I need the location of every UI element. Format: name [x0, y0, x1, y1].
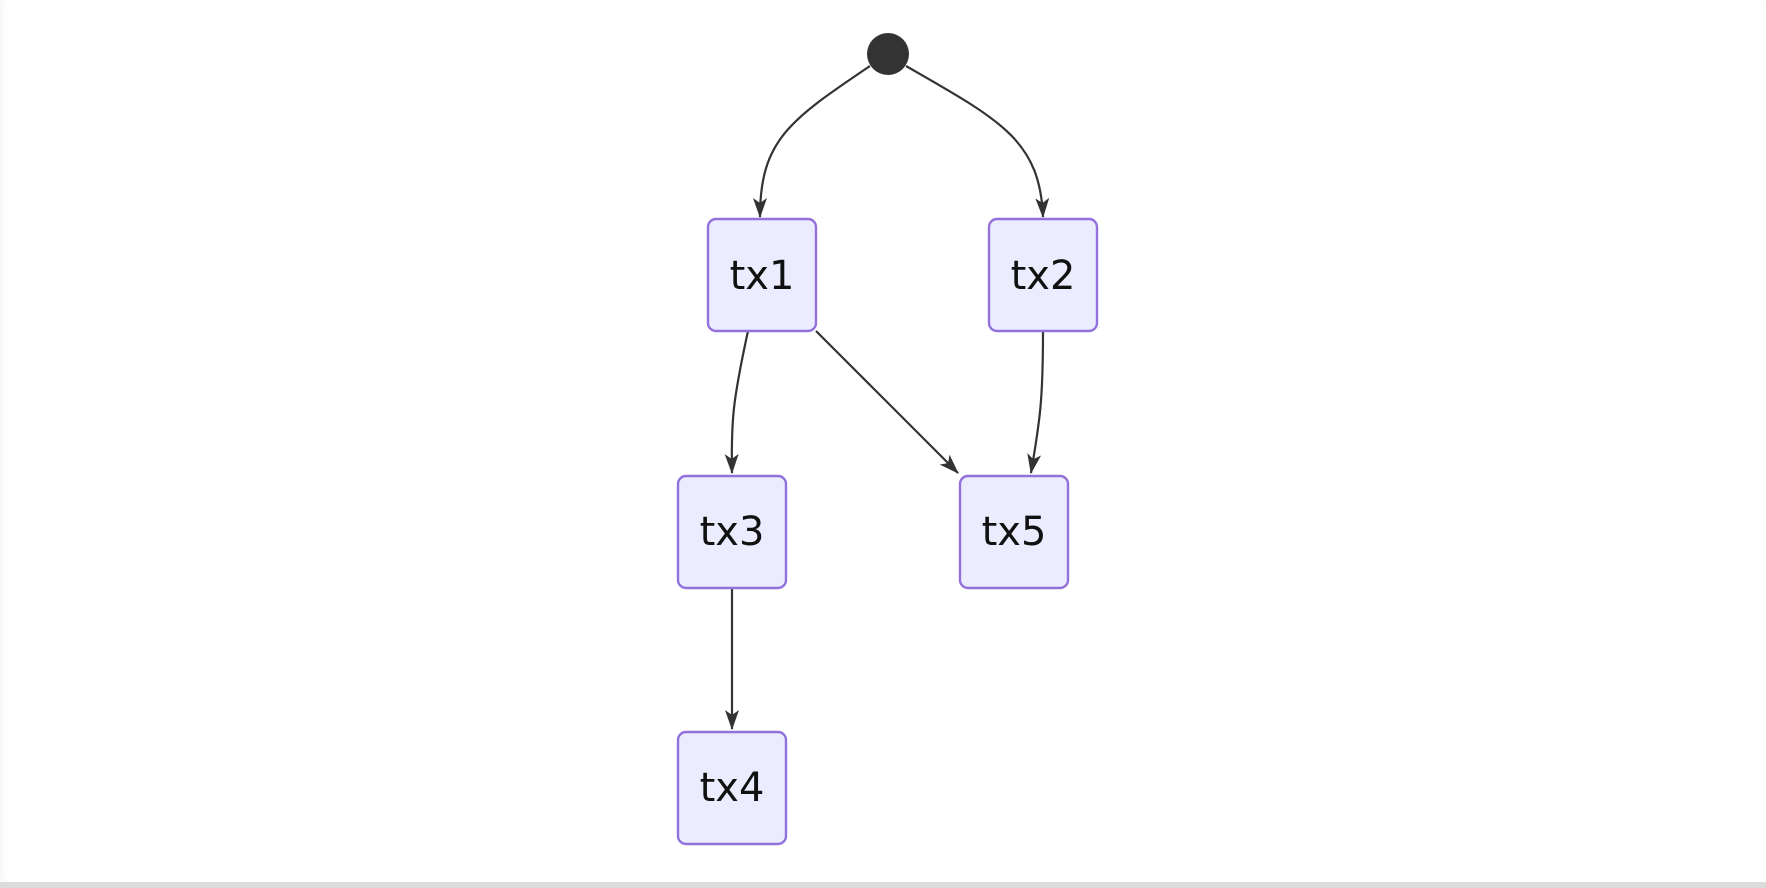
node-label: tx5 — [982, 509, 1047, 555]
start-node — [867, 33, 909, 75]
canvas-bottom-border — [0, 882, 1766, 888]
state-node-tx3: tx3 — [676, 474, 788, 590]
edge-start-to-tx1 — [753, 65, 871, 218]
node-label: tx3 — [700, 509, 765, 555]
state-node-tx1: tx1 — [706, 217, 818, 333]
node-label: tx4 — [700, 765, 765, 811]
edge-start-to-tx2 — [905, 65, 1050, 218]
edge-tx2-to-tx5 — [1027, 330, 1045, 474]
edge-tx1-to-tx3 — [724, 330, 750, 474]
state-node-tx5: tx5 — [958, 474, 1070, 590]
node-label: tx1 — [730, 253, 795, 299]
node-label: tx2 — [1011, 253, 1076, 299]
state-node-tx4: tx4 — [676, 730, 788, 846]
state-node-tx2: tx2 — [987, 217, 1099, 333]
edge-tx1-to-tx5 — [815, 330, 959, 474]
